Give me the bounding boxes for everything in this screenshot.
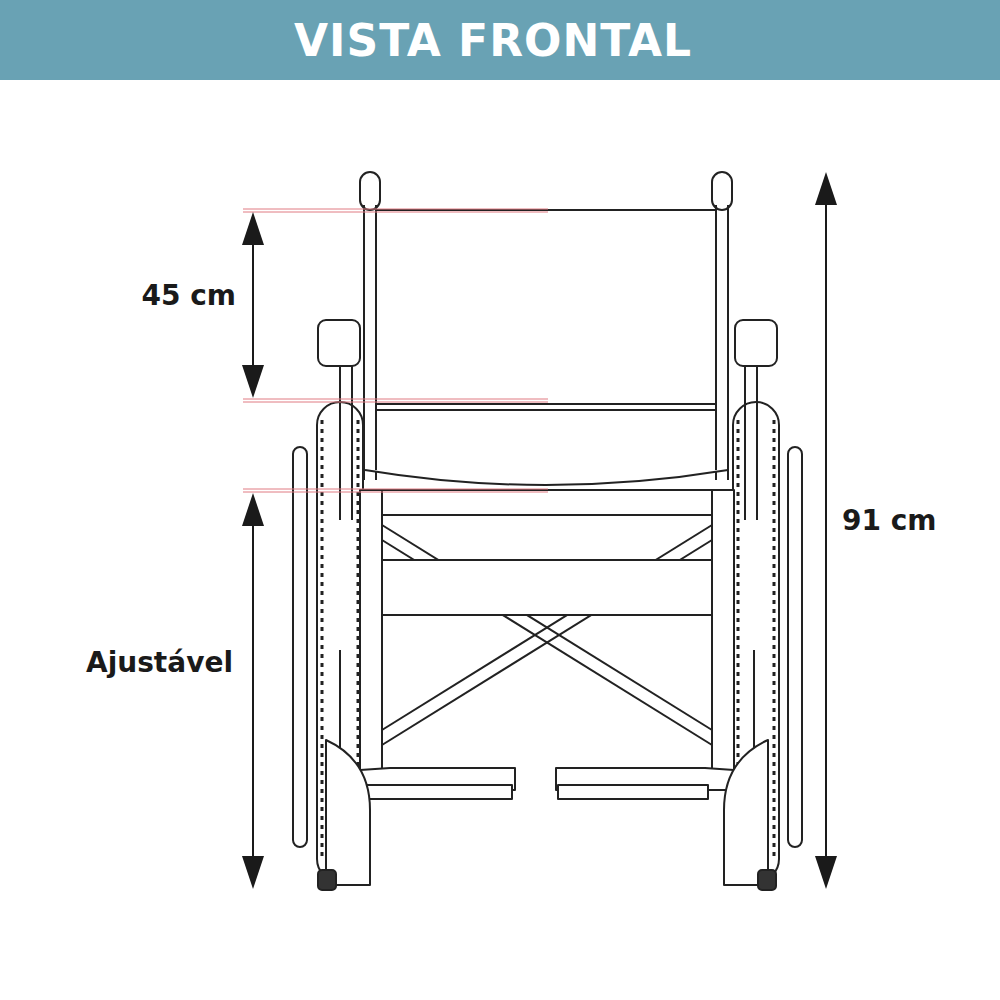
dimension-label: Ajustável (86, 646, 233, 679)
dimension-label: 91 cm (842, 504, 937, 537)
dimension-label: 45 cm (142, 279, 237, 312)
title-text: VISTA FRONTAL (294, 15, 692, 66)
